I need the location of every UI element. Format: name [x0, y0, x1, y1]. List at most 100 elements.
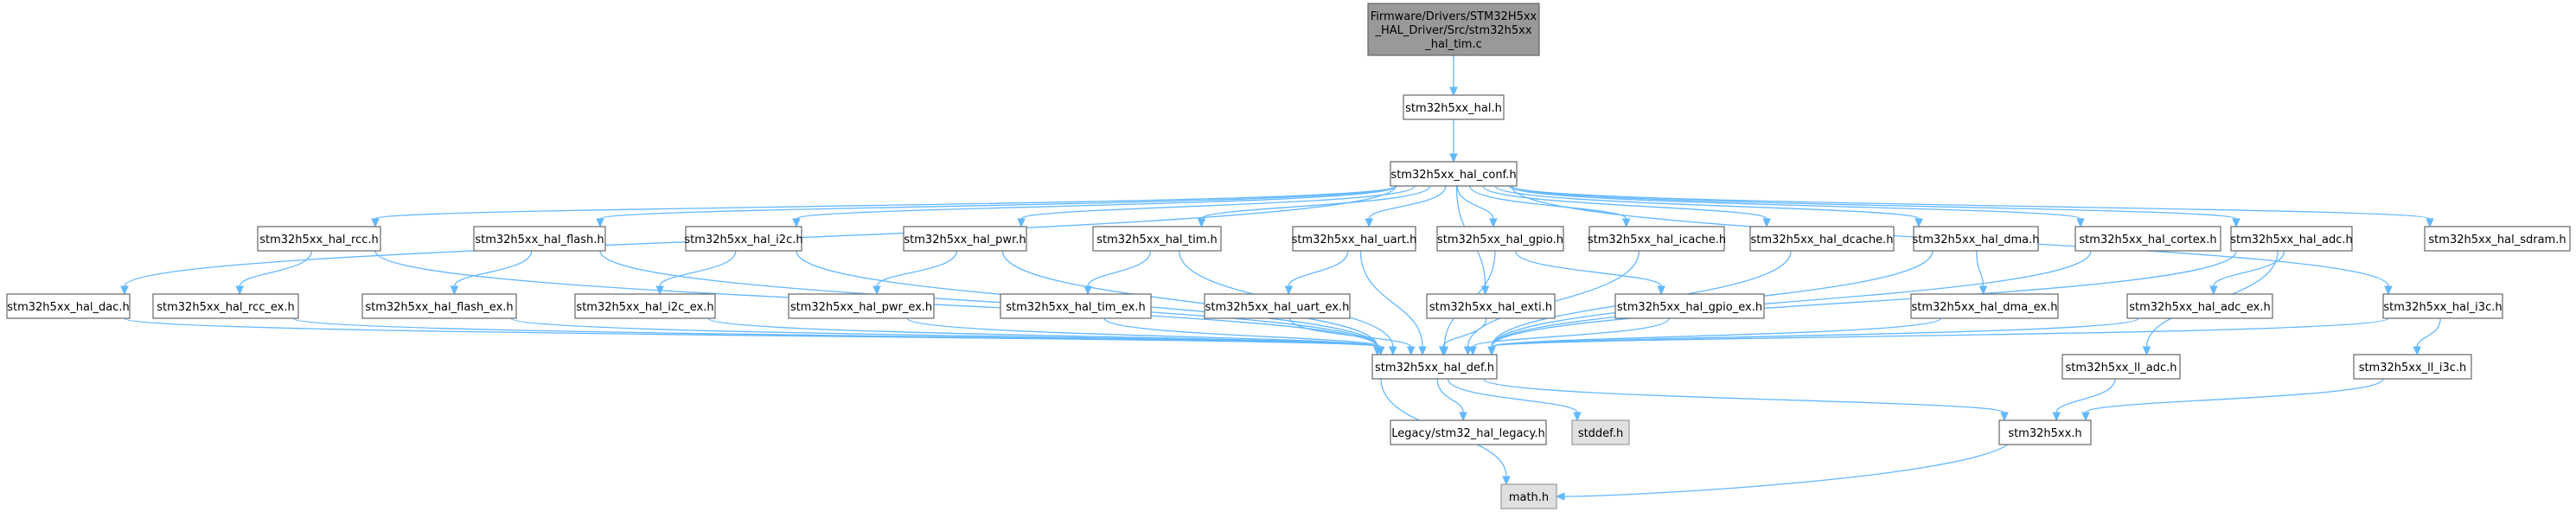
arrowhead: [1440, 346, 1449, 356]
node-label: stm32h5xx_hal_rcc.h: [259, 234, 379, 246]
edge-line: [906, 317, 1378, 348]
node-dma[interactable]: stm32h5xx_hal_dma.h: [1912, 226, 2040, 252]
edge-tim-to-timex: [1083, 250, 1152, 296]
arrowhead: [1480, 285, 1490, 296]
node-sdram[interactable]: stm32h5xx_hal_sdram.h: [2424, 226, 2571, 252]
arrowhead: [1365, 218, 1374, 228]
edge-line: [1368, 185, 1447, 220]
arrowhead: [120, 285, 129, 296]
edge-root-to-hal: [1449, 55, 1458, 97]
node-def[interactable]: stm32h5xx_hal_def.h: [1371, 354, 1498, 380]
node-h5xx[interactable]: stm32h5xx.h: [1998, 419, 2092, 445]
node-box: [1292, 226, 1416, 252]
edge-line: [1442, 317, 1487, 348]
edge-line: [1472, 317, 1671, 348]
arrowhead: [1621, 218, 1631, 228]
edge-line: [1491, 317, 2139, 348]
arrowhead: [2426, 218, 2434, 228]
arrowhead: [2076, 218, 2085, 228]
node-flash[interactable]: stm32h5xx_hal_flash.h: [473, 226, 606, 252]
node-box: [2126, 293, 2273, 319]
node-root[interactable]: Firmware/Drivers/STM32H5xx_HAL_Driver/Sr…: [1367, 3, 1540, 56]
node-cortex[interactable]: stm32h5xx_hal_cortex.h: [2074, 226, 2221, 252]
node-pwr[interactable]: stm32h5xx_hal_pwr.h: [903, 226, 1027, 252]
arrowhead: [873, 285, 881, 296]
arrowhead: [1487, 346, 1496, 356]
arrowhead: [792, 218, 801, 228]
node-box: [1749, 226, 1895, 252]
node-label: stm32h5xx_hal_i2c.h: [684, 234, 802, 246]
node-stddef[interactable]: stddef.h: [1571, 419, 1630, 445]
node-tim[interactable]: stm32h5xx_hal_tim.h: [1092, 226, 1222, 252]
node-label: stm32h5xx_hal_conf.h: [1390, 169, 1516, 182]
node-hal[interactable]: stm32h5xx_hal.h: [1403, 94, 1505, 120]
node-box: [1614, 293, 1765, 319]
edge-i3c-to-lli3c: [2413, 317, 2441, 356]
node-dmaex[interactable]: stm32h5xx_hal_dma_ex.h: [1910, 293, 2059, 319]
arrowhead: [2209, 285, 2218, 296]
node-label: stm32h5xx_hal_gpio.h: [1437, 234, 1563, 246]
arrowhead: [655, 285, 664, 296]
node-icache[interactable]: stm32h5xx_hal_icache.h: [1588, 226, 1726, 252]
edge-line: [1563, 444, 2009, 497]
edge-line: [599, 185, 1397, 220]
node-dac[interactable]: stm32h5xx_hal_dac.h: [6, 293, 131, 319]
edge-line: [1469, 185, 1627, 220]
node-dcache[interactable]: stm32h5xx_hal_dcache.h: [1749, 226, 1895, 252]
arrowhead: [1284, 285, 1294, 296]
node-box: [1998, 419, 2092, 445]
node-lli3c[interactable]: stm32h5xx_ll_i3c.h: [2353, 354, 2472, 380]
arrowhead: [1083, 285, 1092, 296]
node-uartex[interactable]: stm32h5xx_hal_uart_ex.h: [1204, 293, 1351, 319]
node-timex[interactable]: stm32h5xx_hal_tim_ex.h: [1000, 293, 1152, 319]
node-i2cex[interactable]: stm32h5xx_hal_i2c_ex.h: [574, 293, 716, 319]
edge-line: [1447, 378, 1578, 413]
node-conf[interactable]: stm32h5xx_hal_conf.h: [1390, 161, 1518, 187]
node-exti[interactable]: stm32h5xx_hal_exti.h: [1426, 293, 1556, 319]
node-box: [361, 293, 517, 319]
node-gpio[interactable]: stm32h5xx_hal_gpio.h: [1436, 226, 1564, 252]
node-rccex[interactable]: stm32h5xx_hal_rcc_ex.h: [152, 293, 299, 319]
arrowhead: [1657, 285, 1665, 296]
node-flashex[interactable]: stm32h5xx_hal_flash_ex.h: [361, 293, 517, 319]
node-pwrex[interactable]: stm32h5xx_hal_pwr_ex.h: [788, 293, 935, 319]
node-math[interactable]: math.h: [1500, 483, 1557, 509]
edge-line: [1436, 378, 1464, 413]
node-box: [473, 226, 606, 252]
node-box: [903, 226, 1027, 252]
node-box: [1204, 293, 1351, 319]
edge-line: [374, 185, 1397, 220]
node-i3c[interactable]: stm32h5xx_hal_i3c.h: [2382, 293, 2503, 319]
node-box: [1403, 94, 1505, 120]
node-adc[interactable]: stm32h5xx_hal_adc.h: [2230, 226, 2353, 252]
node-rcc[interactable]: stm32h5xx_hal_rcc.h: [257, 226, 381, 252]
edge-line: [796, 185, 1397, 220]
arrowhead: [1389, 346, 1397, 356]
node-lladc[interactable]: stm32h5xx_ll_adc.h: [2061, 354, 2181, 380]
edge-dma-to-dmaex: [1976, 250, 1988, 296]
node-label: math.h: [1509, 491, 1549, 504]
edge-def-to-stddef: [1447, 378, 1582, 422]
edge-line: [239, 250, 313, 287]
node-label: stm32h5xx_hal_dac.h: [7, 301, 130, 314]
edge-adcex-to-def: [1487, 317, 2139, 356]
node-box: [6, 293, 131, 319]
edge-conf-to-rcc: [371, 185, 1397, 228]
node-gpioex[interactable]: stm32h5xx_hal_gpio_ex.h: [1614, 293, 1765, 319]
node-label: stm32h5xx_hal.h: [1405, 102, 1502, 115]
node-uart[interactable]: stm32h5xx_hal_uart.h: [1292, 226, 1417, 252]
edge-line: [1288, 250, 1349, 287]
edge-hal-to-conf: [1449, 119, 1458, 163]
arrowhead: [1463, 346, 1473, 356]
node-legacy[interactable]: Legacy/stm32_hal_legacy.h: [1390, 419, 1547, 445]
edge-line: [2085, 378, 2384, 413]
node-label: stm32h5xx_hal_dma.h: [1912, 234, 2039, 246]
node-i2c[interactable]: stm32h5xx_hal_i2c.h: [684, 226, 803, 252]
edge-adc-to-adcex: [2209, 250, 2285, 296]
edge-line: [1491, 317, 1941, 348]
node-box: [788, 293, 935, 319]
node-box: [1367, 3, 1540, 56]
edge-conf-to-cortex: [1508, 185, 2085, 228]
node-box: [152, 293, 299, 319]
node-adcex[interactable]: stm32h5xx_hal_adc_ex.h: [2126, 293, 2273, 319]
